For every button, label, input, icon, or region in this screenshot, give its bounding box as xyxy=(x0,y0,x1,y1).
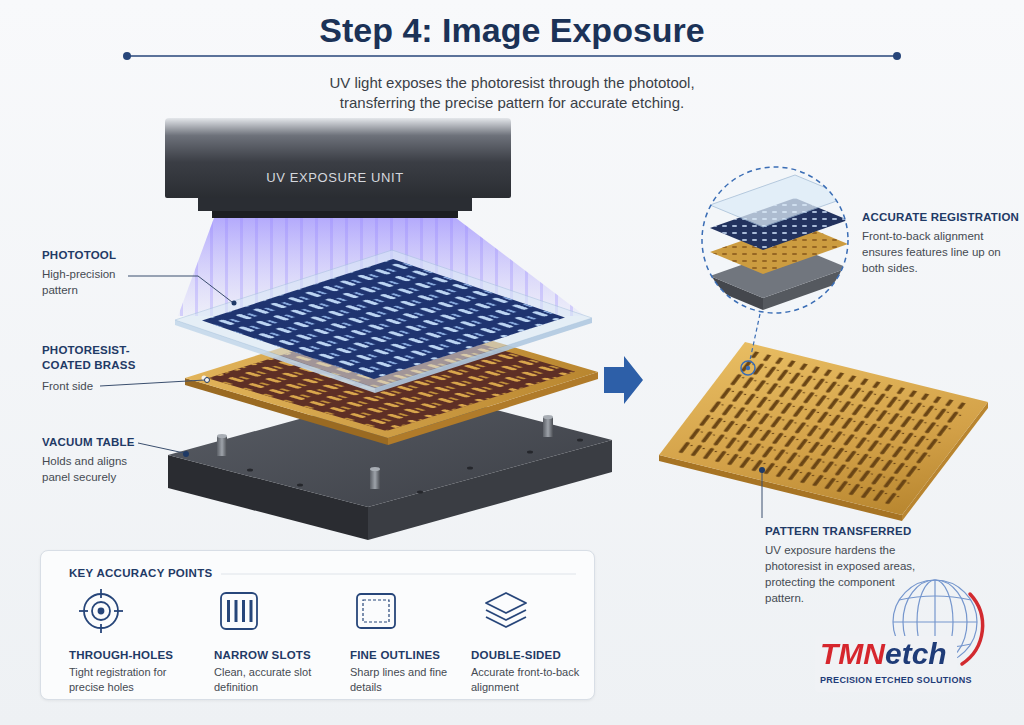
slots-icon xyxy=(221,593,257,629)
target-icon xyxy=(92,602,110,620)
target-icon xyxy=(100,624,102,633)
zoom-callout xyxy=(710,175,848,310)
diagram-title: Step 4: Image Exposure xyxy=(0,10,1024,50)
uv-unit-base xyxy=(198,196,472,211)
key-points-panel: KEY ACCURACY POINTS THROUGH-HOLES Tight re… xyxy=(40,550,595,700)
zoom-callout xyxy=(702,167,848,313)
target-icon xyxy=(100,589,102,598)
alignment-pin xyxy=(217,436,227,456)
panel-heading: KEY ACCURACY POINTS xyxy=(69,566,213,581)
zoom-callout xyxy=(702,167,848,375)
diagram-caption: UV light exposes the photoresist through… xyxy=(297,73,727,113)
layers-icon xyxy=(486,610,526,620)
alignment-pin xyxy=(543,415,553,419)
alignment-pin xyxy=(543,417,553,437)
point-text: Sharp lines and fine details xyxy=(350,665,462,695)
outline-icon xyxy=(357,594,395,628)
alignment-pin xyxy=(217,434,227,438)
part-name: PHOTOTOOL xyxy=(42,248,116,263)
zoom-callout xyxy=(710,175,848,227)
uv-unit-base xyxy=(198,196,472,218)
layers-icon xyxy=(486,617,526,627)
etched-plate xyxy=(659,342,988,521)
point-heading: DOUBLE-SIDED xyxy=(471,648,561,663)
slots-icon xyxy=(235,600,238,622)
phototool-glass xyxy=(202,259,565,379)
title-rule xyxy=(893,52,901,60)
slots-icon xyxy=(221,593,257,629)
target-icon xyxy=(79,589,123,633)
point-heading: NARROW SLOTS xyxy=(214,648,311,663)
zoom-callout xyxy=(741,361,755,375)
slots-icon xyxy=(242,600,245,622)
vacuum-table xyxy=(247,469,253,472)
part-name: VACUUM TABLE xyxy=(42,435,135,450)
phototool-glass xyxy=(202,259,565,379)
zoom-callout xyxy=(746,366,750,370)
vacuum-table xyxy=(527,451,533,454)
outline-icon xyxy=(363,600,389,622)
target-icon xyxy=(84,594,118,628)
phototool-glass xyxy=(202,259,565,379)
point-heading: FINE OUTLINES xyxy=(350,648,440,663)
slots-icon xyxy=(250,600,253,622)
logo-wordmark: TMNetch xyxy=(820,637,947,671)
point-text: Accurate front-to-back alignment xyxy=(471,665,589,695)
layers-icon xyxy=(486,593,526,613)
phototool-glass xyxy=(175,250,592,393)
part-note: Front-to-back alignment ensures features… xyxy=(862,228,1012,276)
title-rule xyxy=(128,55,896,57)
leader-line xyxy=(759,467,765,518)
leader-line xyxy=(128,276,232,302)
title-rule xyxy=(123,52,131,60)
etched-plate xyxy=(659,342,988,515)
layers-icon xyxy=(486,593,526,627)
phototool-glass xyxy=(175,250,592,388)
unit-label: UV EXPOSURE UNIT xyxy=(165,170,505,186)
vacuum-table xyxy=(467,467,473,470)
logo-swoosh xyxy=(962,594,983,664)
point-text: Tight registration for precise holes xyxy=(69,665,189,695)
zoom-callout xyxy=(750,314,760,360)
part-name: ACCURATE REGISTRATION xyxy=(862,210,1019,225)
logo-tagline: PRECISION ETCHED SOLUTIONS xyxy=(820,674,972,686)
leader-line xyxy=(759,467,765,473)
zoom-callout xyxy=(702,167,848,313)
vacuum-table xyxy=(417,491,423,494)
point-text: Clean, accurate slot definition xyxy=(214,665,334,695)
target-icon xyxy=(114,610,123,612)
alignment-pin xyxy=(370,467,380,471)
alignment-pin xyxy=(370,469,380,489)
title-rule xyxy=(123,52,901,60)
leader-line xyxy=(232,301,237,306)
process-arrow xyxy=(604,356,643,404)
leader-line xyxy=(205,378,210,383)
leader-line xyxy=(100,380,205,386)
part-note: Holds and aligns panel securely xyxy=(42,453,157,485)
uv-exposure-unit: UV EXPOSURE UNIT xyxy=(165,118,511,198)
outline-icon xyxy=(357,594,395,628)
leader-line xyxy=(183,451,189,457)
uv-unit-base xyxy=(212,211,458,218)
leader-line xyxy=(138,443,184,453)
part-name: PHOTORESIST-COATED BRASS xyxy=(42,343,152,373)
leader-line xyxy=(762,473,763,518)
target-icon xyxy=(99,609,104,614)
panel-rule xyxy=(221,574,576,575)
part-note: High-precision pattern xyxy=(42,266,142,298)
vacuum-table xyxy=(577,439,583,442)
part-note: Front side xyxy=(42,378,93,394)
etched-plate xyxy=(675,351,971,507)
part-note: UV exposure hardens the photoresist in e… xyxy=(765,542,930,606)
etched-plate xyxy=(659,342,988,515)
slots-icon xyxy=(227,600,230,622)
point-heading: THROUGH-HOLES xyxy=(69,648,173,663)
target-icon xyxy=(79,610,88,612)
part-name: PATTERN TRANSFERRED xyxy=(765,524,911,539)
vacuum-table xyxy=(297,484,303,487)
